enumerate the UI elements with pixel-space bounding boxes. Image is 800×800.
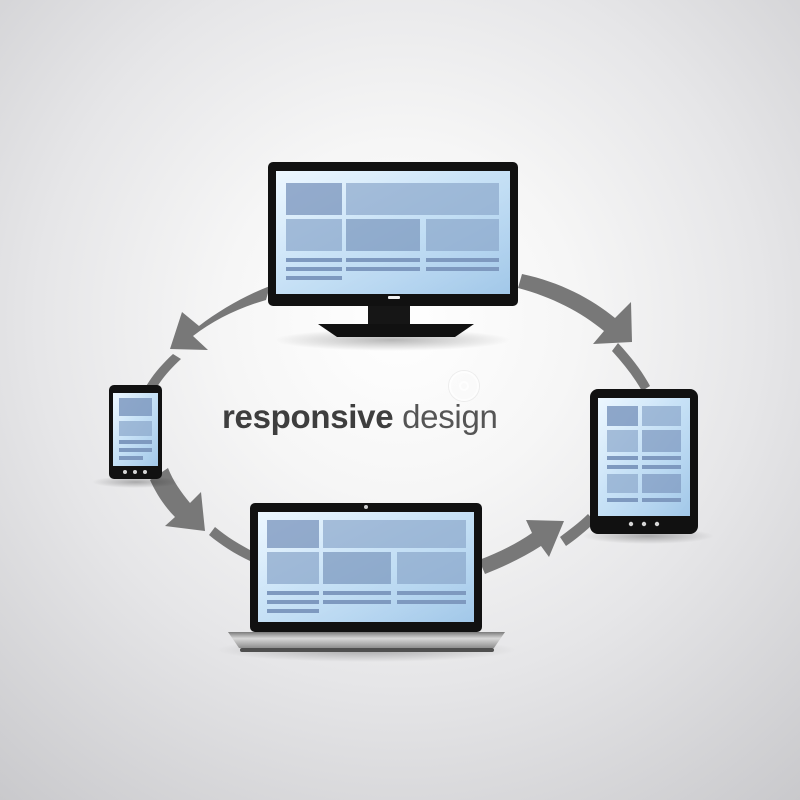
arrow-laptop-to-tablet-tail [560,514,595,546]
title-regular-word: design [402,398,498,435]
arrow-monitor-to-phone-tail [145,354,181,392]
tablet-icon [582,389,714,544]
arrow-phone-to-laptop-tail [209,527,254,561]
diagram-title: responsive design [222,397,562,437]
arrow-laptop-to-tablet [479,520,564,574]
arrow-monitor-to-tablet-tail [612,343,650,391]
smartphone-icon [92,385,180,488]
laptop-icon [216,503,516,662]
arrow-monitor-to-tablet [518,274,632,344]
arrow-monitor-to-phone [170,286,270,350]
title-bold-word: responsive [222,398,394,435]
watermark-icon [449,371,479,401]
monitor-icon [268,162,518,351]
